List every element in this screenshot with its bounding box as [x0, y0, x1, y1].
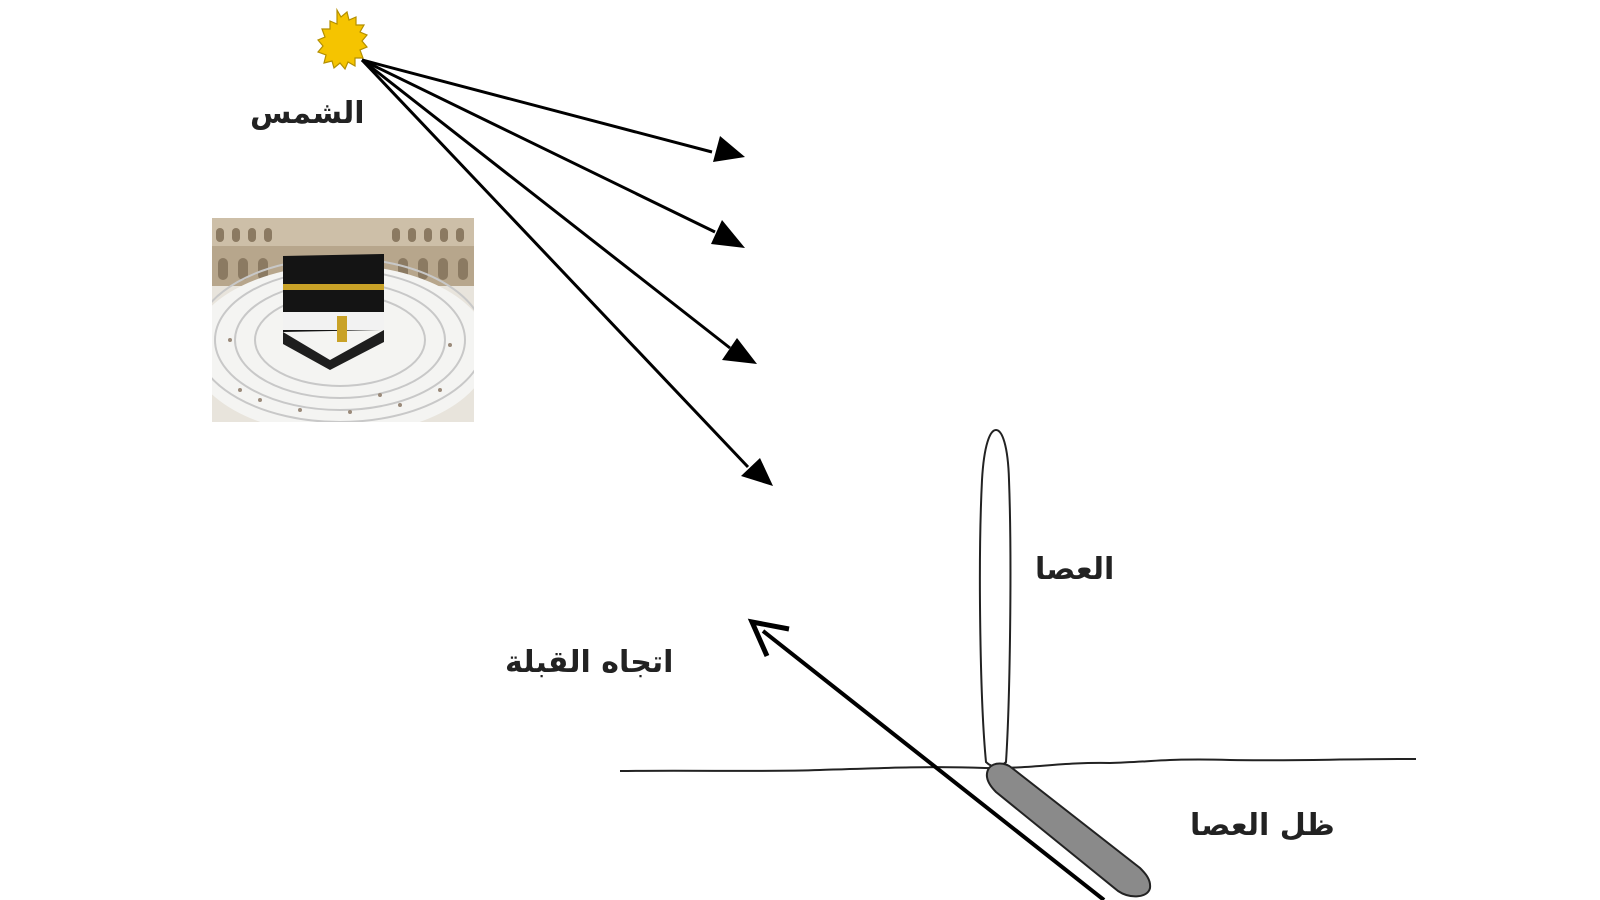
sun-ray	[360, 58, 773, 486]
kaaba-mosque-photo	[212, 218, 474, 422]
sun-label: الشمس	[250, 96, 365, 131]
sun-rays	[360, 58, 773, 486]
stick-shadow-label: ظل العصا	[1190, 808, 1335, 843]
sun-ray	[361, 58, 745, 248]
sun-ray	[361, 58, 757, 364]
stick	[978, 428, 1012, 768]
sun-ray	[361, 58, 745, 162]
qibla-direction-arrow	[747, 618, 1106, 900]
stick-label: العصا	[1035, 552, 1115, 587]
ground-line	[619, 758, 1417, 772]
sun-icon	[316, 7, 368, 71]
qibla-direction-label: اتجاه القبلة	[505, 645, 674, 680]
stick-shadow	[985, 762, 1152, 898]
